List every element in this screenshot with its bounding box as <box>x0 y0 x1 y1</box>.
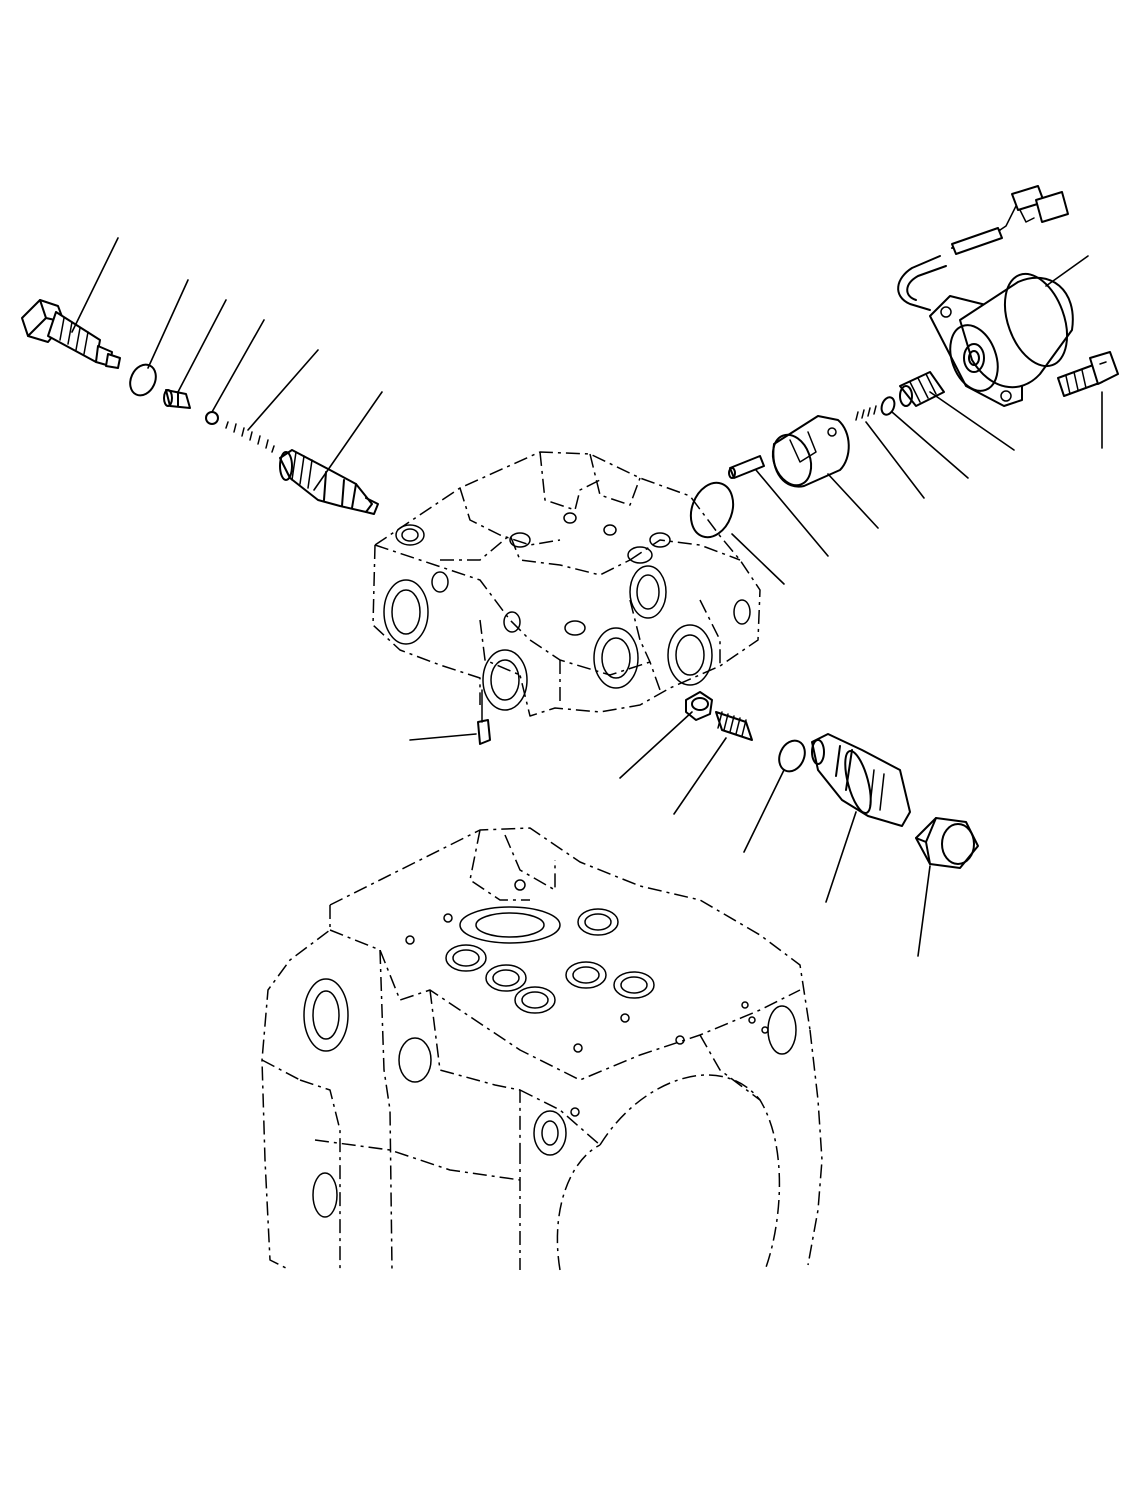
plug-bottom <box>477 689 491 745</box>
spring-lower <box>715 711 753 741</box>
solenoid-plunger <box>899 371 945 407</box>
pin <box>728 455 765 479</box>
solenoid-bolt <box>1057 351 1119 397</box>
nut <box>915 817 979 869</box>
valve-spool-left <box>279 449 379 515</box>
o-ring-left <box>129 363 157 397</box>
washer <box>880 396 896 416</box>
leader-lines <box>71 237 1103 957</box>
plug-left <box>21 299 121 369</box>
seat-left <box>163 389 191 409</box>
o-ring-lower <box>778 739 806 773</box>
valve-body <box>372 451 761 717</box>
spring-left <box>225 421 275 453</box>
ball-left <box>205 411 219 425</box>
pump-housing <box>261 827 823 1271</box>
sleeve <box>771 415 850 488</box>
solenoid-assembly <box>897 185 1074 407</box>
cap <box>685 691 713 721</box>
small-spring-right <box>855 405 877 421</box>
valve-lower <box>811 733 911 827</box>
o-ring-large <box>689 481 735 539</box>
